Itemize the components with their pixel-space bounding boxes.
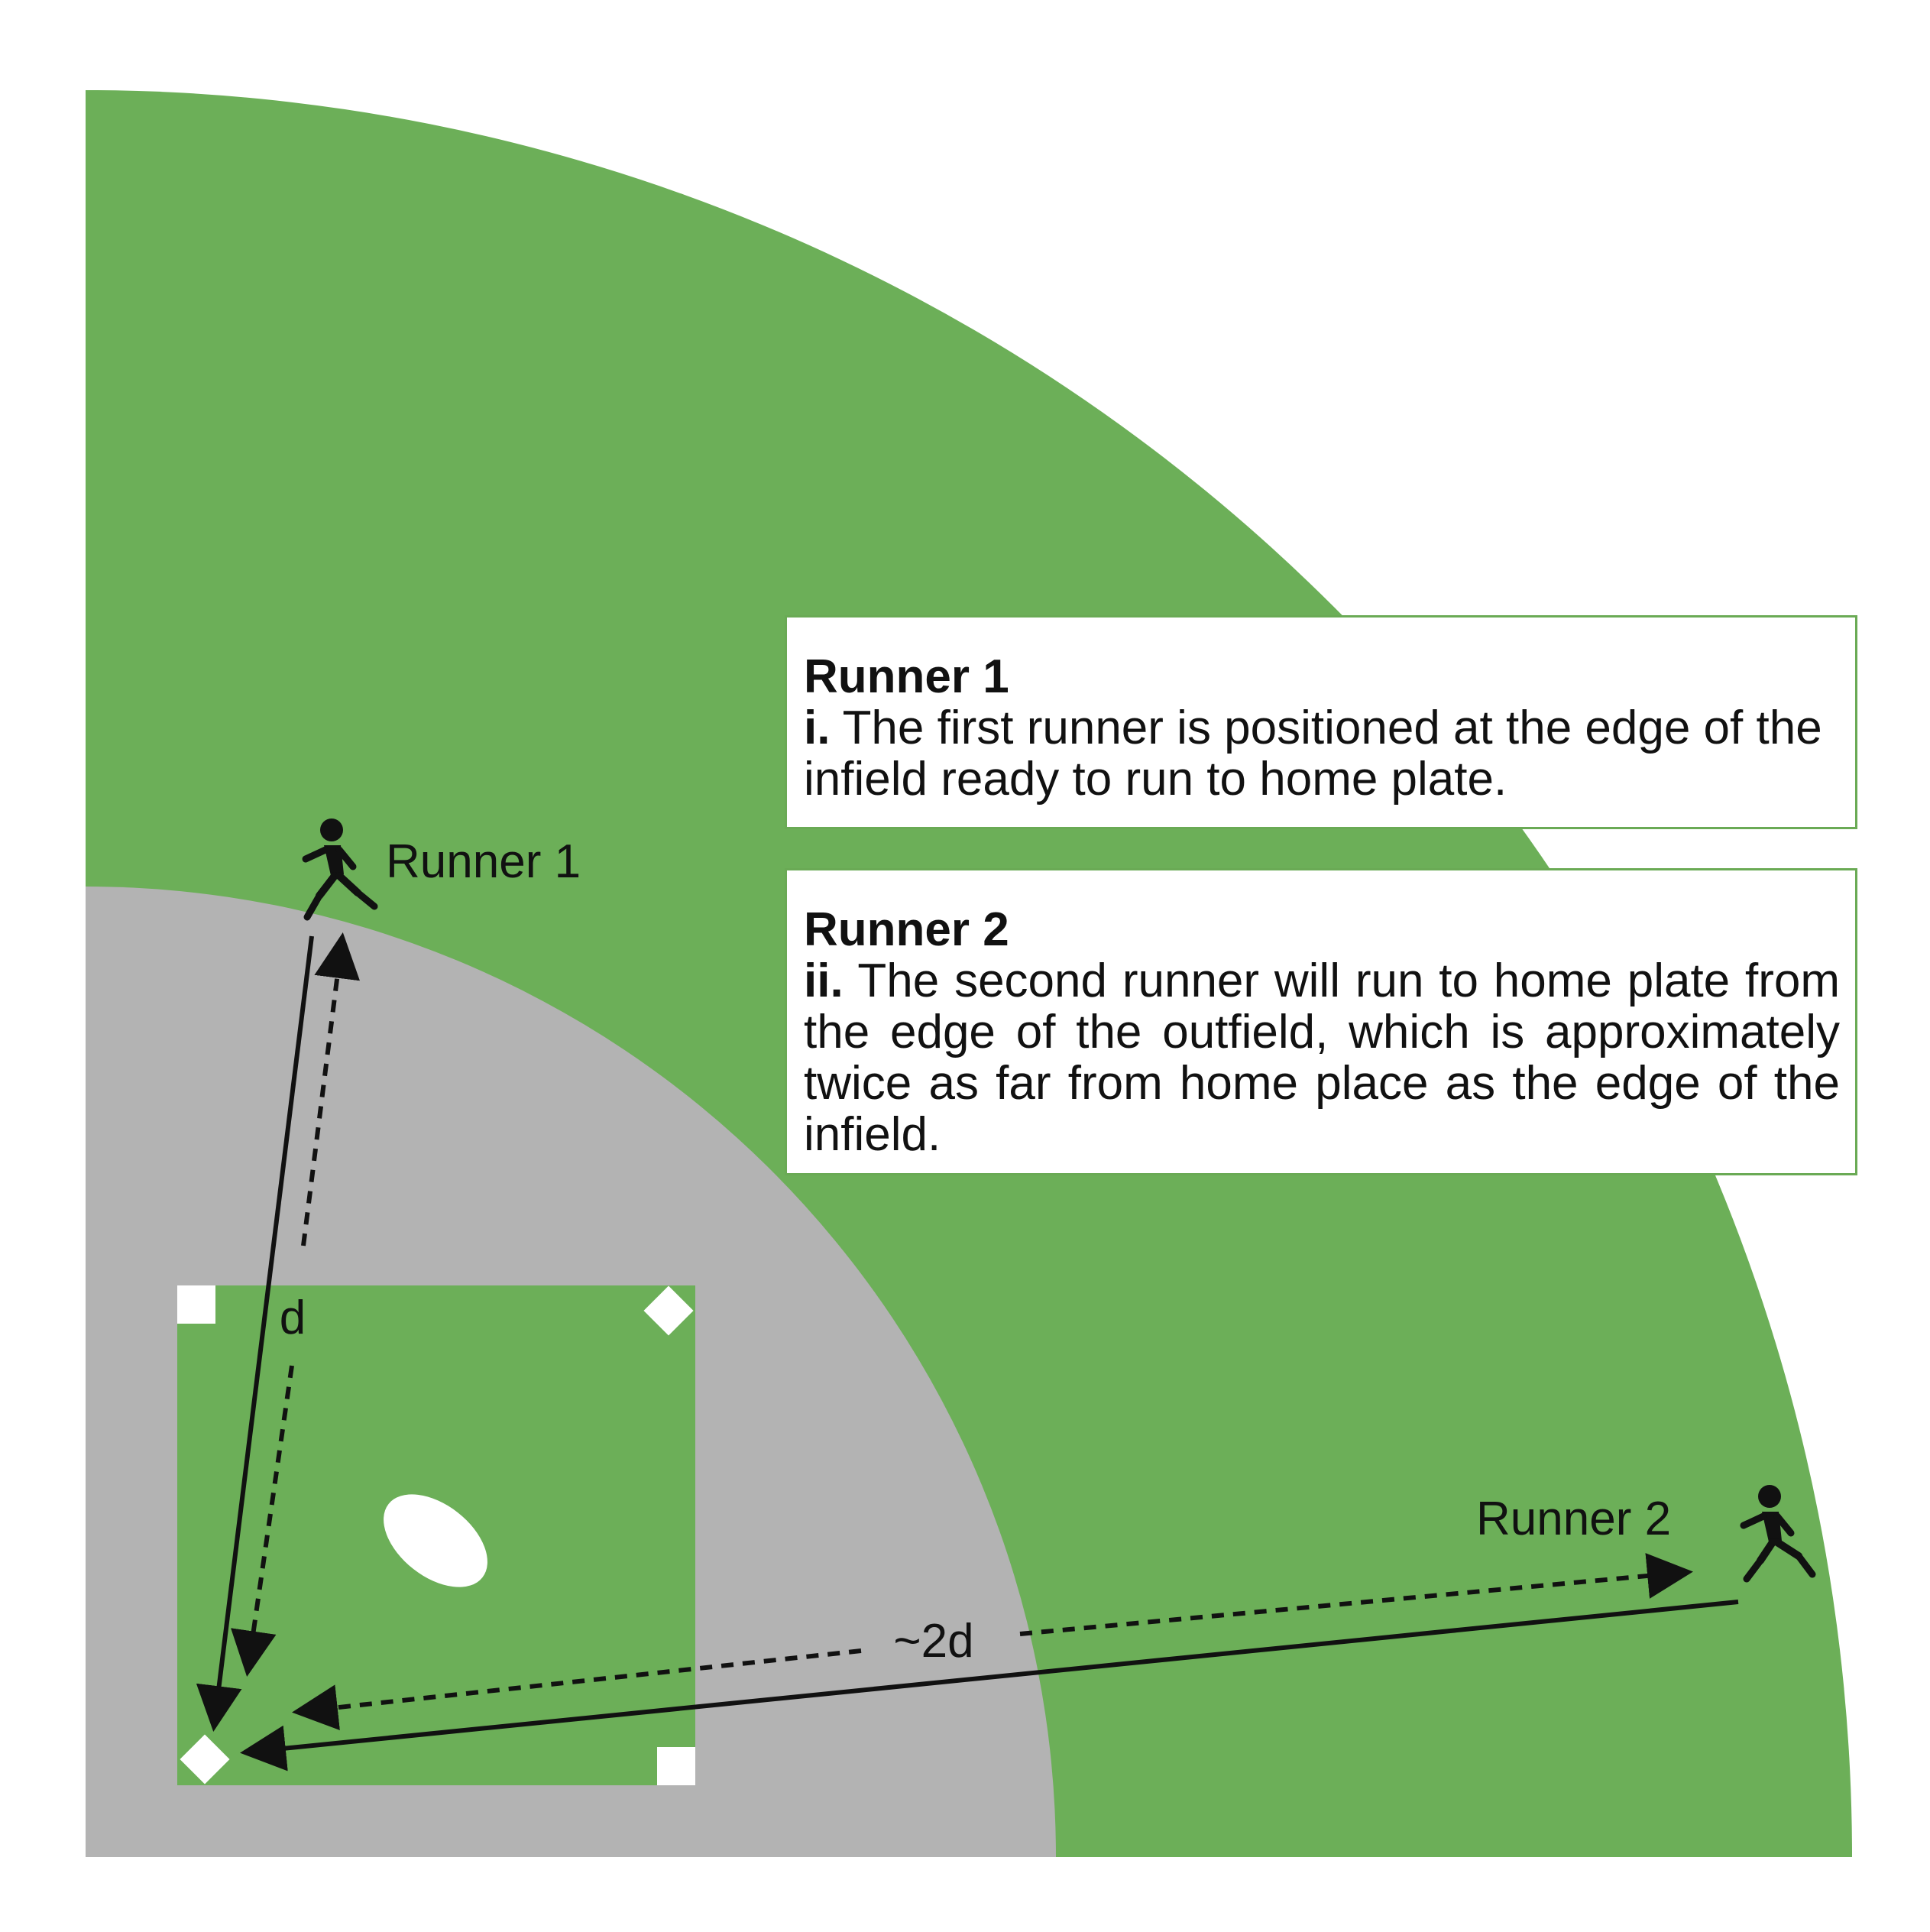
runner1-info-body: i. The first runner is positioned at the… xyxy=(804,702,1840,805)
runner1-info-heading: Runner 1 xyxy=(804,650,1009,703)
running-person-icon xyxy=(302,819,378,921)
distance-d-lower xyxy=(231,1365,294,1677)
runner2-info-heading: Runner 2 xyxy=(804,903,1009,956)
runner2-info-numeral: ii. xyxy=(804,955,844,1007)
runner2-path-arrow xyxy=(240,1600,1739,1772)
base-top-right xyxy=(643,1285,694,1336)
runner2-info-box: Runner 2 ii. The second runner will run … xyxy=(785,868,1857,1175)
distance-2d-label: ~2d xyxy=(893,1615,973,1668)
runner2-info-body: ii. The second runner will run to home p… xyxy=(804,955,1840,1160)
runner1-info-box: Runner 1 i. The first runner is position… xyxy=(785,615,1857,829)
runner1-info-numeral: i. xyxy=(804,702,831,754)
runner1-path-arrow xyxy=(196,935,314,1732)
distance-2d-left xyxy=(292,1648,862,1731)
running-person-icon xyxy=(1740,1485,1816,1583)
base-bottom-right xyxy=(657,1747,695,1785)
runner1-info-text: The first runner is positioned at the ed… xyxy=(804,702,1822,806)
base-top-left xyxy=(177,1285,215,1324)
home-plate xyxy=(180,1734,230,1785)
runner2-info-text: The second runner will run to home plate… xyxy=(804,955,1841,1161)
distance-2d-right xyxy=(1019,1553,1693,1636)
pitchers-mound xyxy=(384,1494,487,1587)
runner2-label: Runner 2 xyxy=(1476,1493,1671,1545)
runner1-label: Runner 1 xyxy=(386,835,581,888)
distance-d-upper xyxy=(301,932,361,1246)
distance-d-label: d xyxy=(280,1292,306,1344)
